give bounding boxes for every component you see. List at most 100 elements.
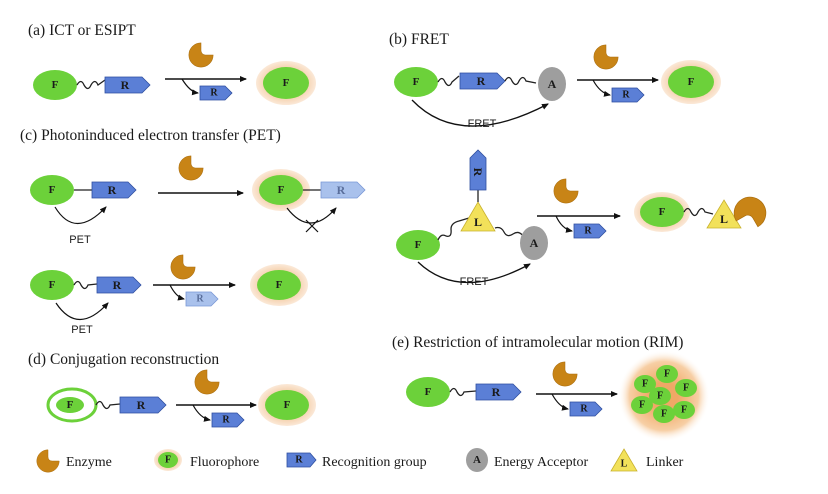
recognition-group: R bbox=[459, 72, 506, 90]
fluorophore: F bbox=[406, 377, 450, 407]
svg-text:L: L bbox=[474, 215, 482, 229]
linker-wave bbox=[73, 280, 98, 290]
enzyme-icon bbox=[593, 44, 619, 70]
svg-text:F: F bbox=[67, 399, 74, 411]
svg-text:F: F bbox=[276, 279, 283, 291]
svg-text:F: F bbox=[683, 383, 689, 394]
svg-text:A: A bbox=[530, 236, 539, 250]
fluorophore: F bbox=[30, 175, 74, 205]
svg-text:F: F bbox=[659, 206, 666, 218]
fluorophore: F bbox=[33, 70, 77, 100]
legend-enzyme: Enzyme bbox=[66, 455, 112, 470]
linker-wave bbox=[437, 217, 470, 241]
released-recognition: R bbox=[185, 291, 219, 307]
fluorophore-legend-icon: F bbox=[154, 449, 182, 471]
svg-text:L: L bbox=[621, 459, 628, 470]
svg-text:R: R bbox=[210, 88, 218, 99]
svg-text:A: A bbox=[548, 77, 557, 91]
legend: Enzyme F Fluorophore R Recognition group… bbox=[36, 448, 684, 473]
fluorophore: F bbox=[394, 67, 438, 97]
pet-label: PET bbox=[71, 324, 93, 336]
svg-text:F: F bbox=[642, 379, 648, 390]
svg-text:F: F bbox=[657, 391, 663, 402]
recognition-group: R bbox=[96, 276, 142, 294]
legend-fluorophore: Fluorophore bbox=[190, 455, 259, 470]
svg-text:R: R bbox=[108, 183, 117, 197]
enzyme-icon bbox=[36, 449, 60, 473]
release-arrow bbox=[192, 404, 211, 422]
svg-text:R: R bbox=[622, 90, 630, 101]
fluorescent-product: F bbox=[634, 192, 690, 232]
legend-linker: Linker bbox=[646, 455, 684, 470]
linker-wave bbox=[504, 76, 537, 86]
svg-text:F: F bbox=[283, 77, 290, 89]
fluorescent-product: F bbox=[250, 264, 308, 306]
recognition-group: R bbox=[91, 181, 137, 199]
quenched-fluorophore: F bbox=[46, 387, 98, 423]
svg-text:R: R bbox=[196, 294, 204, 305]
svg-text:R: R bbox=[477, 74, 486, 88]
svg-text:A: A bbox=[473, 454, 481, 466]
pet-arrow bbox=[54, 206, 107, 224]
linker-wave bbox=[437, 75, 460, 87]
legend-acceptor: Energy Acceptor bbox=[494, 455, 589, 470]
release-arrow bbox=[181, 78, 199, 96]
svg-text:R: R bbox=[337, 183, 346, 197]
fluorescent-product: F bbox=[258, 384, 316, 426]
fluorophore: F bbox=[396, 230, 440, 260]
enzyme-icon bbox=[188, 42, 214, 68]
svg-text:F: F bbox=[639, 400, 645, 411]
linker-legend-icon: L bbox=[610, 448, 638, 472]
svg-text:F: F bbox=[664, 369, 670, 380]
panel-b-title: (b) FRET bbox=[389, 31, 449, 48]
pet-arrow bbox=[55, 302, 109, 320]
released-recognition: R bbox=[569, 401, 603, 417]
fret-label: FRET bbox=[468, 118, 497, 130]
linker-wave bbox=[76, 79, 106, 90]
svg-text:F: F bbox=[415, 239, 422, 251]
enzyme-icon bbox=[170, 254, 196, 280]
release-arrow bbox=[551, 393, 569, 411]
fret-arrow bbox=[417, 261, 531, 284]
release-arrow bbox=[555, 215, 573, 233]
svg-text:F: F bbox=[661, 409, 667, 420]
panel-e: (e) Restriction of intramolecular motion… bbox=[392, 334, 710, 442]
acceptor-legend-icon: A bbox=[466, 448, 488, 472]
aggregate: F F F F F F F bbox=[618, 350, 710, 442]
released-recognition: R bbox=[199, 85, 233, 101]
recognition-legend-icon: R bbox=[286, 452, 317, 468]
enzyme-icon bbox=[553, 178, 579, 204]
panel-a-title: (a) ICT or ESIPT bbox=[28, 22, 136, 39]
svg-text:R: R bbox=[222, 415, 230, 426]
svg-text:F: F bbox=[49, 184, 56, 196]
linker-wave bbox=[683, 207, 714, 217]
svg-text:F: F bbox=[52, 79, 59, 91]
panel-e-title: (e) Restriction of intramolecular motion… bbox=[392, 334, 683, 351]
svg-text:F: F bbox=[413, 76, 420, 88]
linker-wave bbox=[449, 387, 477, 397]
fret-arrow bbox=[411, 99, 549, 127]
released-recognition: R bbox=[573, 223, 607, 239]
fluorophore: F bbox=[30, 270, 74, 300]
recognition-group: R bbox=[469, 149, 487, 191]
recognition-group: R bbox=[104, 76, 151, 94]
panel-d-title: (d) Conjugation reconstruction bbox=[28, 351, 219, 368]
svg-text:F: F bbox=[688, 76, 695, 88]
released-recognition: R bbox=[211, 412, 245, 428]
fret-label: FRET bbox=[460, 276, 489, 288]
block-x-icon bbox=[305, 219, 319, 233]
release-arrow bbox=[169, 284, 185, 301]
svg-text:F: F bbox=[165, 455, 171, 466]
svg-text:F: F bbox=[49, 279, 56, 291]
svg-text:F: F bbox=[681, 405, 687, 416]
linker: L bbox=[706, 199, 742, 229]
enzyme-icon bbox=[552, 361, 578, 387]
linker-wave bbox=[95, 400, 121, 410]
panel-a: (a) ICT or ESIPT F R R F bbox=[28, 22, 316, 105]
svg-text:R: R bbox=[113, 278, 122, 292]
svg-text:R: R bbox=[121, 78, 130, 92]
legend-recognition: Recognition group bbox=[322, 455, 427, 470]
enzyme-icon bbox=[194, 369, 220, 395]
fluorescent-product: F bbox=[256, 61, 316, 105]
svg-text:R: R bbox=[137, 398, 146, 412]
